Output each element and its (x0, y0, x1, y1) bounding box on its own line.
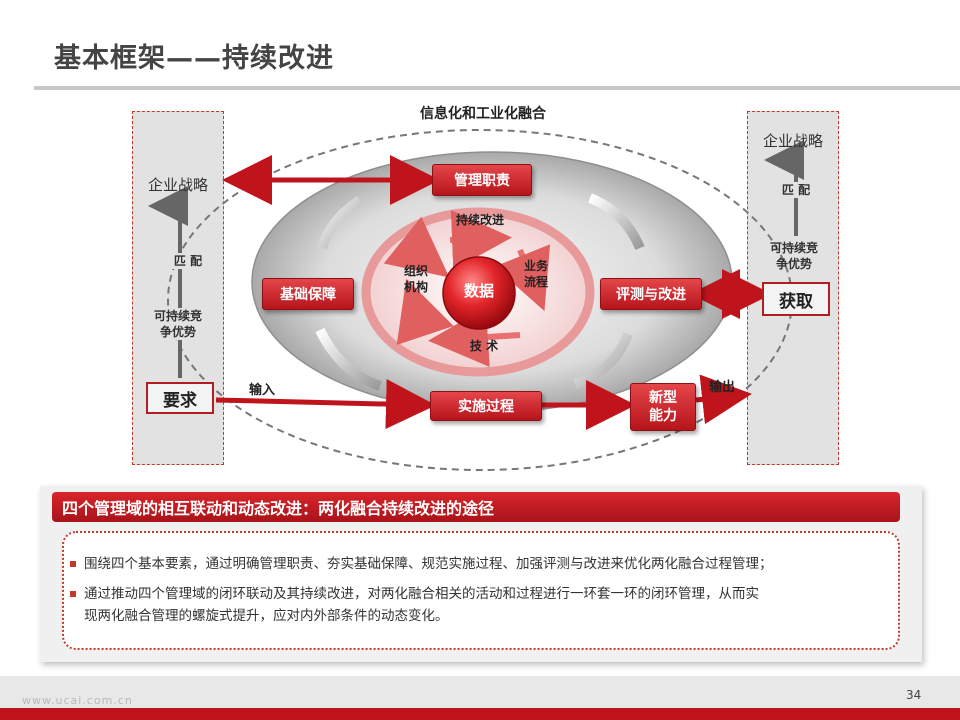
implement-box: 实施过程 (430, 391, 542, 421)
pink-arrow-lower-left (396, 278, 454, 346)
pink-arrow-right (494, 244, 551, 312)
right-advantage: 可持续竞 争优势 (769, 241, 818, 271)
bullet-marker-1 (70, 561, 76, 567)
footer-band (0, 676, 960, 708)
bullet-2-cont: 现两化融合管理的螺旋式提升，应对内外部条件的动态变化。 (84, 608, 449, 624)
output-label: 输出 (708, 380, 735, 395)
evaluate-box: 评测与改进 (600, 278, 702, 310)
bullet-1: 围绕四个基本要素，通过明确管理职责、夯实基础保障、规范实施过程、加强评测与改进来… (84, 556, 773, 572)
right-match: 匹 配 (776, 182, 816, 198)
acquire-box: 获取 (762, 282, 830, 316)
bullet-2: 通过推动四个管理域的闭环联动及其持续改进，对两化融合相关的活动和过程进行一环套一… (84, 586, 759, 602)
left-advantage: 可持续竞 争优势 (134, 308, 222, 340)
left-match: 匹 配 (168, 253, 208, 269)
core-label: 数据 (463, 282, 494, 300)
arrow-output (695, 374, 752, 425)
title-rule (34, 86, 960, 90)
continuous-label: 持续改进 (455, 213, 504, 227)
management-box: 管理职责 (432, 164, 532, 196)
foundation-box: 基础保障 (262, 278, 354, 310)
page-number: 34 (906, 688, 922, 702)
pink-arrow-left (383, 216, 450, 278)
left-strategy: 企业战略 (147, 176, 208, 194)
footer-watermark: www.ucai.com.cn (22, 694, 133, 707)
organization-label: 组织 机构 (403, 264, 428, 294)
top-label: 信息化和工业化融合 (390, 106, 576, 122)
technology-label: 技 术 (469, 339, 499, 353)
gray-arrow-top-right (588, 193, 645, 251)
requirement-box: 要求 (146, 382, 214, 414)
arrow-input (215, 379, 436, 430)
core-circle (442, 256, 516, 330)
bullet-box: 围绕四个基本要素，通过明确管理职责、夯实基础保障、规范实施过程、加强评测与改进来… (62, 531, 900, 650)
info-banner: 四个管理域的相互联动和动态改进：两化融合持续改进的途径 (52, 492, 900, 522)
right-strategy: 企业战略 (762, 132, 823, 150)
footer-red-bar (0, 708, 960, 720)
gray-arrow-bottom-left (315, 327, 382, 391)
new-capability-box: 新型 能力 (630, 383, 696, 431)
page-title: 基本框架——持续改进 (54, 43, 334, 74)
input-label: 输入 (248, 383, 275, 398)
business-label: 业务 流程 (523, 259, 548, 289)
pink-arrow-top (449, 209, 512, 270)
bullet-marker-2 (70, 591, 76, 597)
gray-arrow-bottom-right (573, 332, 633, 389)
